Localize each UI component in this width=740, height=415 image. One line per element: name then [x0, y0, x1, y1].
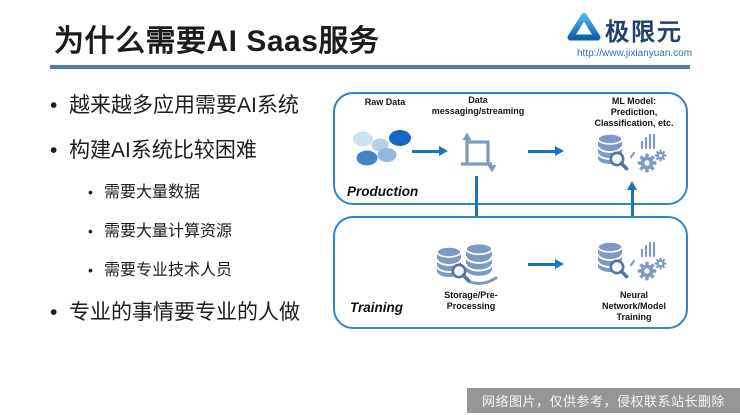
company-url: http://www.jixianyuan.com	[577, 48, 693, 59]
list-item-sub: 需要大量计算资源	[88, 221, 340, 242]
neural-training-label: Neural Network/Model Training	[601, 290, 666, 322]
production-box	[333, 92, 688, 205]
title-underline	[50, 65, 690, 69]
list-item-sub: 需要大量数据	[88, 182, 340, 203]
raw-data-label: Raw Data	[364, 97, 406, 107]
ml-model-label: ML Model: Prediction, Classification, et…	[594, 96, 674, 128]
storage-label: Storage/Pre- Processing	[444, 290, 498, 311]
arrow-streaming-to-mlmodel	[528, 146, 564, 156]
arrow-storage-to-training	[528, 259, 564, 269]
company-name: 极限元	[605, 19, 683, 46]
storage-icon	[436, 242, 498, 285]
watermark-notice: 网络图片，仅供参考，侵权联系站长删除	[467, 388, 740, 413]
list-item: 构建AI系统比较困难	[50, 137, 340, 164]
page-title: 为什么需要AI Saas服务	[54, 25, 380, 58]
list-item-sub: 需要专业技术人员	[88, 260, 340, 281]
neural-training-icon	[598, 240, 668, 286]
production-stage-label: Production	[347, 184, 419, 199]
raw-data-icon	[353, 130, 411, 166]
data-messaging-label: Data messaging/streaming	[431, 95, 525, 116]
data-streaming-icon	[461, 132, 497, 173]
list-item: 专业的事情要专业的人做	[50, 299, 340, 326]
training-box	[333, 216, 688, 329]
training-stage-label: Training	[350, 300, 404, 315]
bullet-list: 越来越多应用需要AI系统 构建AI系统比较困难 需要大量数据 需要大量计算资源 …	[50, 92, 340, 344]
company-logo-icon	[567, 13, 601, 41]
ml-model-icon	[598, 132, 668, 178]
list-item: 越来越多应用需要AI系统	[50, 92, 340, 119]
arrow-rawdata-to-streaming	[412, 146, 448, 156]
